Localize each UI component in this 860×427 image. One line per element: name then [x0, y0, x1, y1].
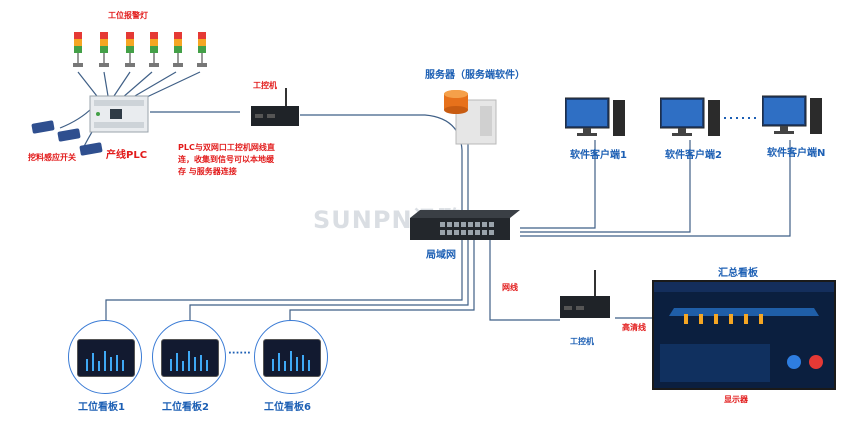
station-ellipsis: ······: [228, 348, 251, 359]
switch-icon: [410, 210, 520, 240]
hdmi-label: 高清线: [622, 323, 646, 332]
summary-display-screen: [652, 280, 836, 390]
station-board-6: [254, 320, 328, 394]
desktop-pc-icon: [564, 97, 625, 136]
ipc-bottom-device: [556, 270, 616, 332]
client-n-label: 软件客户端N: [767, 148, 826, 159]
dashboard-screen-icon: [654, 282, 834, 382]
client-pc-2: [659, 96, 722, 138]
industrial-pc-icon: [560, 270, 610, 318]
server-icon: [444, 90, 497, 145]
tablet-icon: [77, 339, 135, 377]
station-board-1-label: 工位看板1: [78, 402, 125, 413]
network-switch: [410, 210, 520, 242]
tablet-icon: [161, 339, 219, 377]
plc-device: [88, 92, 152, 136]
tablet-icon: [263, 339, 321, 377]
plc-note-line-1: PLC与双网口工控机网线直: [178, 143, 275, 152]
sensor-group: [28, 118, 108, 158]
station-board-1: [68, 320, 142, 394]
ipc-top-label: 工控机: [253, 81, 277, 90]
ipc-top-device: [245, 88, 305, 132]
plc-label: 产线PLC: [106, 150, 148, 161]
plc-note-line-3: 存 与服务器连接: [178, 167, 237, 176]
client-pc-1: [564, 96, 627, 138]
server-device: [440, 84, 500, 146]
client-2-label: 软件客户端2: [665, 150, 722, 161]
industrial-pc-icon: [251, 88, 299, 126]
alarm-lights-group: [72, 28, 212, 76]
station-board-6-label: 工位看板6: [264, 402, 311, 413]
lan-label: 局域网: [426, 250, 456, 261]
station-board-2-label: 工位看板2: [162, 402, 209, 413]
plc-icon: [89, 95, 149, 133]
plc-note: PLC与双网口工控机网线直 连，收集到信号可以本地缓 存 与服务器连接: [178, 142, 275, 178]
client-pc-n: [761, 94, 824, 136]
server-label: 服务器（服务端软件）: [425, 70, 525, 81]
display-label: 显示器: [724, 395, 748, 404]
alarm-lights-label: 工位报警灯: [108, 11, 148, 20]
summary-board-label: 汇总看板: [718, 268, 758, 279]
station-board-2: [152, 320, 226, 394]
network-cable-label: 网线: [502, 283, 518, 292]
tower-light-icon: [73, 32, 207, 67]
desktop-pc-icon: [761, 95, 822, 134]
sensor-label: 挖料感应开关: [28, 153, 76, 162]
sensor-icon: [31, 120, 103, 156]
ipc-bottom-label: 工控机: [570, 337, 594, 346]
desktop-pc-icon: [659, 97, 720, 136]
plc-note-line-2: 连，收集到信号可以本地缓: [178, 155, 274, 164]
client-1-label: 软件客户端1: [570, 150, 627, 161]
